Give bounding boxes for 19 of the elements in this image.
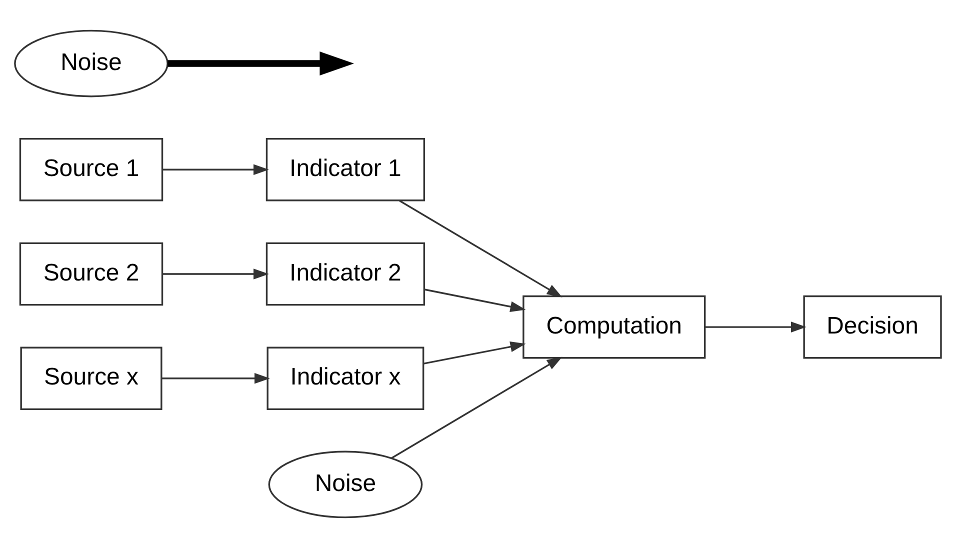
arrow (168, 52, 354, 76)
node-box: Indicator 1 (266, 138, 426, 202)
arrow (391, 356, 562, 459)
node-box: Indicator 2 (266, 242, 426, 306)
node-ellipse: Noise (14, 30, 168, 98)
arrow (705, 322, 806, 332)
arrow (424, 341, 526, 364)
arrow (162, 164, 269, 176)
arrow (162, 268, 269, 280)
node-box: Source x (20, 346, 162, 410)
node-box: Indicator x (266, 346, 424, 410)
node-box: Source 2 (19, 242, 164, 306)
arrow (424, 288, 526, 312)
arrow (399, 200, 562, 298)
node-box: Decision (803, 295, 942, 359)
node-ellipse: Noise (268, 450, 423, 518)
arrow (161, 372, 270, 384)
node-box: Source 1 (19, 138, 164, 202)
node-box: Computation (522, 295, 706, 359)
